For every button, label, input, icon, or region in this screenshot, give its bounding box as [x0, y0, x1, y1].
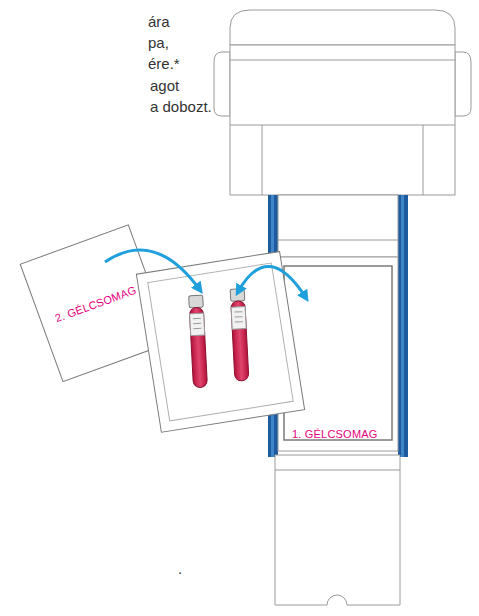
gel-pack-label: 1. GÉLCSOMAG: [292, 428, 378, 440]
swap-arrow: [238, 266, 306, 298]
gel-pack: 2. GÉLCSOMAG: [20, 225, 171, 382]
fold-line: [230, 60, 455, 61]
gel-pack: 1. GÉLCSOMAG: [284, 266, 392, 440]
side-flap: [214, 52, 230, 116]
fold-line: [275, 470, 400, 471]
tube-sheet-inner: [148, 263, 293, 421]
instruction-text: pa,: [148, 34, 169, 52]
instruction-text: .: [178, 560, 182, 578]
box-side: [398, 195, 408, 457]
gel-pack-outline: [284, 266, 392, 440]
instruction-text: ára: [148, 13, 170, 31]
fold-line: [262, 125, 263, 195]
front-flap: [275, 455, 400, 605]
instruction-text: ére.*: [148, 55, 180, 73]
box-back: [278, 195, 398, 257]
blood-tube: [230, 289, 249, 382]
gel-pack-label: 2. GÉLCSOMAG: [53, 283, 137, 324]
lid-flap: [230, 10, 455, 45]
box-side-shade: [401, 195, 404, 457]
fold-line: [230, 125, 455, 126]
fold-line: [278, 240, 398, 241]
lid-panel: [230, 45, 455, 195]
fold-line: [423, 125, 424, 195]
move-arrow: [105, 250, 200, 290]
side-flap: [455, 52, 471, 116]
tube-sheet: [136, 252, 304, 433]
instruction-text: agot: [150, 77, 179, 95]
blood-tube: [189, 295, 208, 388]
instruction-text: a dobozt.: [150, 98, 212, 116]
